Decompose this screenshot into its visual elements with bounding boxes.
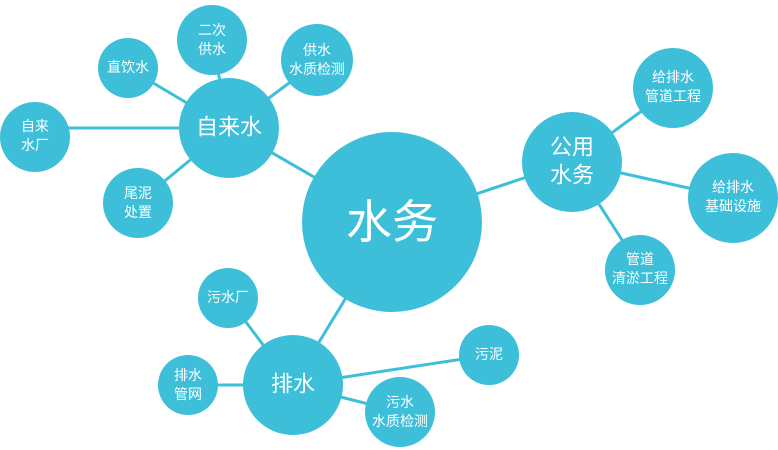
node-public-water: 公用 水务 (522, 112, 622, 212)
node-label: 自来水 (196, 116, 262, 141)
node-sludge: 污泥 (459, 325, 519, 385)
node-label: 排水 (174, 368, 202, 384)
node-sludge-disposal: 尾泥 处置 (103, 168, 173, 238)
node-label: 给排水 (712, 180, 754, 196)
node-sewage-plant: 污水厂 (198, 268, 258, 328)
node-label: 管网 (174, 387, 202, 403)
node-label: 处置 (124, 205, 152, 221)
node-label: 水务 (550, 164, 594, 189)
node-dredging: 管道 清淤工程 (605, 235, 675, 305)
node-label: 污水 (386, 395, 414, 411)
node-supply-quality-test: 供水 水质检测 (281, 24, 353, 96)
node-label: 尾泥 (124, 186, 152, 202)
node-label: 污泥 (475, 347, 503, 363)
node-label: 公用 (550, 136, 594, 161)
node-infrastructure: 给排水 基础设施 (688, 153, 778, 243)
node-label: 给排水 (652, 70, 694, 86)
node-drainage-network: 排水 管网 (158, 355, 218, 415)
center-label: 水务 (346, 195, 438, 249)
node-label: 管道 (626, 252, 654, 268)
node-label: 基础设施 (705, 198, 761, 215)
node-label: 清淤工程 (612, 271, 668, 287)
node-label: 水质检测 (289, 62, 345, 78)
node-drainage: 排水 (243, 335, 343, 435)
node-sewage-quality-test: 污水 水质检测 (365, 377, 435, 447)
node-label: 自来 (21, 119, 49, 135)
node-label: 供水 (303, 43, 331, 59)
node-label: 直饮水 (107, 59, 149, 76)
node-secondary-supply: 二次 供水 (177, 5, 247, 75)
node-label: 排水 (271, 373, 315, 398)
node-label: 供水 (198, 42, 226, 58)
node-label: 管道工程 (645, 89, 701, 105)
node-tap-water: 自来水 (179, 78, 279, 178)
node-label: 水厂 (21, 138, 49, 154)
node-waterworks: 自来 水厂 (0, 102, 70, 172)
node-label: 水质检测 (372, 414, 428, 430)
node-label: 二次 (198, 23, 226, 39)
center-node: 水务 (302, 132, 482, 312)
node-pipeline-engineering: 给排水 管道工程 (633, 48, 713, 128)
node-label: 污水厂 (207, 290, 249, 306)
node-direct-drinking: 直饮水 (98, 38, 158, 98)
